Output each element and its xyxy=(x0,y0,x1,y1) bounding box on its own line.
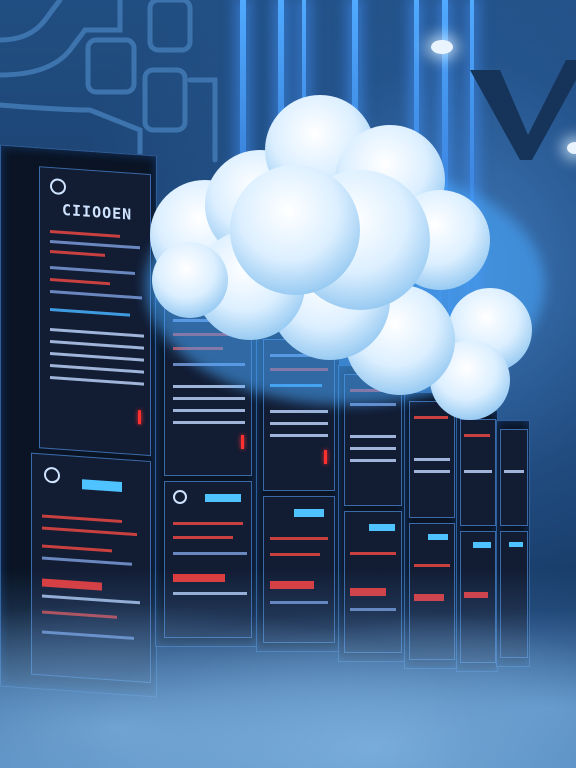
rack-panel-top xyxy=(460,419,496,526)
rack-panel-top xyxy=(409,401,455,518)
dial-icon xyxy=(173,490,187,504)
light-beam xyxy=(470,0,474,330)
ceiling-structure xyxy=(470,60,576,160)
fog xyxy=(0,568,576,768)
light-beam xyxy=(442,0,448,330)
rack-panel-top xyxy=(500,429,528,526)
wall-pipes xyxy=(0,0,218,178)
ceiling-light xyxy=(431,40,453,54)
ceiling-light xyxy=(567,142,576,154)
